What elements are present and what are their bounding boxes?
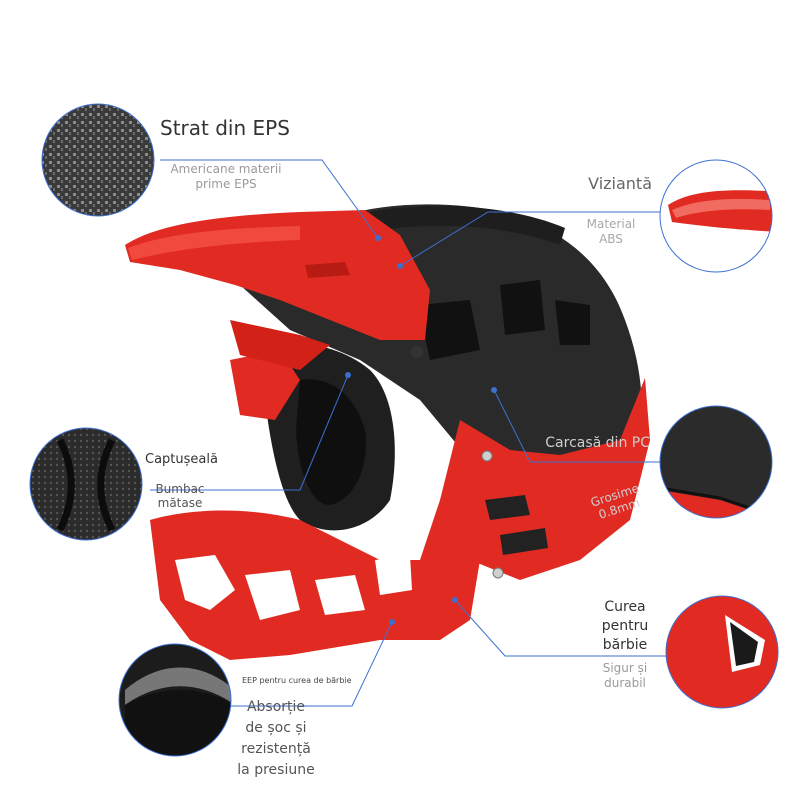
lining-title: Captușeală	[145, 452, 218, 467]
lining-subtitle: Bumbac mătase	[155, 482, 205, 510]
visor-title: Viziantă	[588, 174, 652, 193]
eep-chin-detail	[118, 643, 232, 757]
helmet-chin-bar	[150, 470, 480, 660]
eps-foam-detail	[41, 103, 155, 217]
chin-strap-title: Curea pentru bărbie	[601, 599, 649, 653]
leader-lines	[150, 159, 666, 707]
shock-absorption-title: Absorție de șoc și rezistență la presiun…	[237, 699, 315, 778]
eps-layer-subtitle: Americane materii prime EPS	[170, 162, 282, 191]
chin-strap-detail	[665, 595, 779, 709]
eps-layer-title: Strat din EPS	[160, 116, 290, 140]
lining-detail	[29, 427, 143, 541]
chin-strap-subtitle: Sigur și durabil	[602, 661, 648, 690]
helmet	[125, 204, 650, 660]
leader-dots	[345, 235, 497, 625]
pc-shell-title: Carcasă din PC	[545, 435, 650, 451]
visor-detail	[659, 159, 773, 273]
pc-shell-detail	[659, 405, 773, 519]
eep-chin-caption: EEP pentru curea de bărbie	[242, 676, 352, 685]
visor-subtitle: Material ABS	[586, 217, 636, 246]
